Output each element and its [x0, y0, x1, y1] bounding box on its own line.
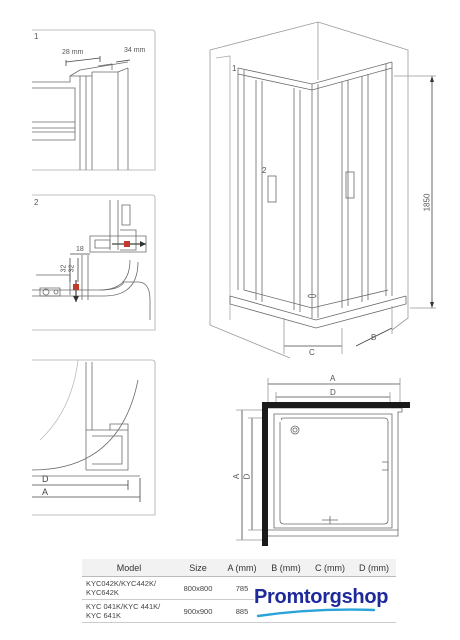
detail-1-dim-b: 34 mm — [124, 47, 146, 54]
plan-view — [236, 378, 403, 541]
row-2-size: 900x900 — [176, 599, 220, 623]
detail-3-label-d: D — [42, 474, 49, 484]
plan-walls — [262, 402, 410, 546]
spec-table-header-row: Model Size A (mm) B (mm) C (mm) D (mm) — [82, 559, 396, 577]
plan-dimension-a: A — [330, 374, 336, 383]
perspective-marker-2: 2 — [262, 166, 267, 175]
dimension-b-label: B — [371, 333, 377, 342]
detail-1-dim-a: 28 mm — [62, 49, 84, 56]
detail-panel-1 — [32, 29, 156, 171]
logo-text: Promtorgshop — [254, 586, 388, 609]
row-2-model: KYC 041K/KYC 441K/ KYC 641K — [82, 599, 176, 623]
header-a: A (mm) — [220, 559, 264, 577]
perspective-view — [209, 21, 436, 359]
detail-panel-2 — [32, 194, 156, 331]
plan-side-a: A — [232, 473, 242, 480]
header-b: B (mm) — [264, 559, 308, 577]
detail-2-dim-c: 32 — [68, 264, 76, 273]
detail-2-dim-b: 32 — [60, 264, 68, 273]
header-c: C (mm) — [308, 559, 352, 577]
logo-part-2: shop — [341, 586, 389, 608]
header-model: Model — [82, 559, 176, 577]
row-2-a: 885 — [220, 599, 264, 623]
logo-part-1: Promtorg — [254, 586, 342, 608]
logo-swoosh-icon — [256, 608, 376, 618]
detail-2-dim-a: 18 — [76, 246, 84, 253]
row-1-a: 785 — [220, 576, 264, 600]
detail-3-label-a: A — [42, 487, 49, 497]
plan-side-d: D — [242, 473, 252, 480]
plan-dimension-d: D — [330, 388, 336, 397]
height-dimension: 1850 — [422, 193, 432, 212]
perspective-marker-1: 1 — [232, 64, 237, 73]
header-size: Size — [176, 559, 220, 577]
dimension-c-label: C — [309, 348, 315, 357]
detail-panel-3 — [31, 359, 156, 516]
row-1-model: KYC042K/KYC442K/ KYC642K — [82, 576, 176, 600]
detail-1-number: 1 — [34, 32, 39, 41]
promtorgshop-logo: Promtorgshop — [254, 586, 454, 622]
detail-2-number: 2 — [34, 198, 39, 207]
row-1-size: 800x800 — [176, 576, 220, 600]
header-d: D (mm) — [352, 559, 396, 577]
